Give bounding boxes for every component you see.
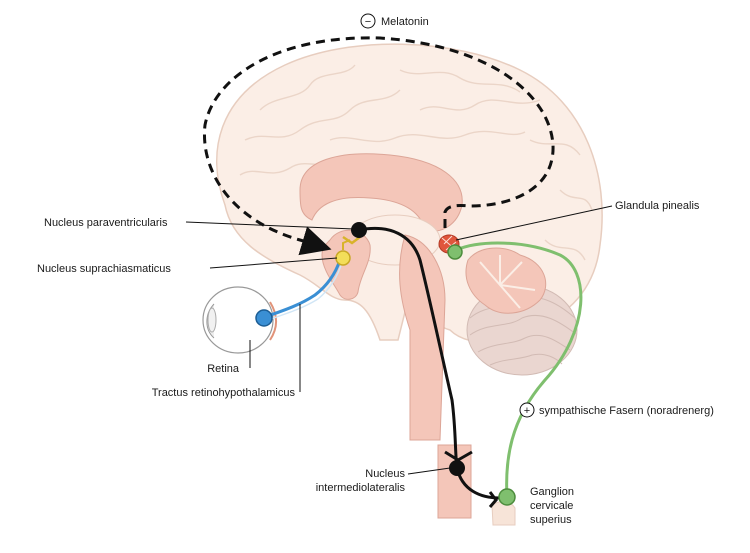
nucleus-intermediolateralis-label-2: intermediolateralis: [316, 482, 406, 494]
paraventricular-nucleus-dot: [351, 222, 367, 238]
brain-gyri: [239, 64, 593, 261]
brainstem: [399, 234, 446, 441]
iml-synapse: [444, 450, 473, 462]
sympathetic-plus-sign: [519, 402, 535, 418]
nucleus-suprachiasmaticus-label: Nucleus suprachiasmaticus: [37, 263, 171, 275]
ganglion-label-2: cervicale: [530, 500, 573, 512]
retinohypothalamic-tract: [261, 259, 342, 320]
glandula-pinealis-label: Glandula pinealis: [615, 200, 700, 212]
nucleus-paraventricularis-label: Nucleus paraventricularis: [44, 217, 168, 229]
intermediolateral-nucleus-dot: [449, 460, 465, 476]
eye: [202, 286, 277, 354]
tractus-label: Tractus retinohypothalamicus: [152, 387, 296, 399]
tract-outline: [261, 261, 343, 323]
cerebellum: [465, 247, 578, 376]
melatonin-label: Melatonin: [381, 16, 429, 28]
melatonin-minus-sign: [360, 13, 376, 29]
ganglion-dot: [498, 488, 516, 506]
ganglion-label-1: Ganglion: [530, 486, 574, 498]
nucleus-intermediolateralis-label-1: Nucleus: [365, 468, 405, 480]
spinal-segment: [491, 501, 516, 526]
ganglion-synapse: [488, 491, 498, 508]
sympathetic-fibers-pathway: [455, 241, 583, 498]
melatonin-feedback-path: [202, 36, 555, 256]
retina-label: Retina: [207, 363, 240, 375]
pvn-to-iml-pathway: [358, 226, 501, 500]
sympathetic-plus-sign-text: +: [524, 405, 530, 417]
melatonin-minus-sign-text: −: [365, 16, 371, 28]
ganglion-label-3: superius: [530, 514, 572, 526]
retina-dot: [255, 309, 273, 327]
leader-lines: [185, 205, 613, 475]
pineal-neuron-dot: [447, 244, 463, 260]
sympathische-fasern-label: sympathische Fasern (noradrenerg): [539, 405, 714, 417]
